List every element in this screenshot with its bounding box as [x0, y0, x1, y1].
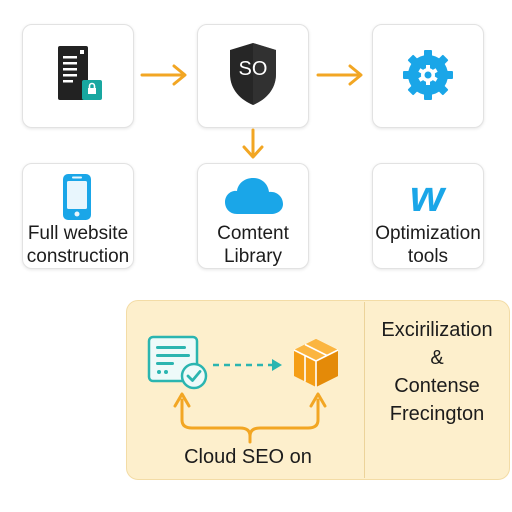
panel-divider [364, 302, 365, 478]
optimization-tools-label: Optimization tools [375, 223, 481, 267]
gear-icon [403, 50, 453, 100]
arrow-down-icon [242, 128, 264, 159]
server-icon [58, 46, 102, 100]
shield-label: SO [238, 58, 268, 80]
cloud-seo-label: Cloud SEO on [184, 446, 312, 468]
shield-icon [230, 43, 276, 105]
dashed-arrow-icon [213, 359, 282, 371]
cloud-seo-panel [126, 300, 510, 480]
bracket-arrows-icon [173, 392, 327, 444]
phone-icon [63, 174, 91, 220]
arrow-right-icon [140, 64, 187, 86]
content-library-label: Comtent Library [217, 223, 289, 267]
arrow-right-icon [316, 64, 363, 86]
panel-right-text: Excirilization & Contense Frecington [381, 319, 493, 425]
w-logo-icon: w [410, 180, 447, 216]
form-check-icon [147, 335, 208, 390]
optimization-tools-card [372, 163, 484, 269]
cube-icon [293, 339, 339, 387]
content-library-card [197, 163, 309, 269]
svg-text:w: w [410, 180, 447, 216]
full-website-label: Full website construction [26, 223, 130, 267]
cloud-icon [225, 178, 283, 214]
